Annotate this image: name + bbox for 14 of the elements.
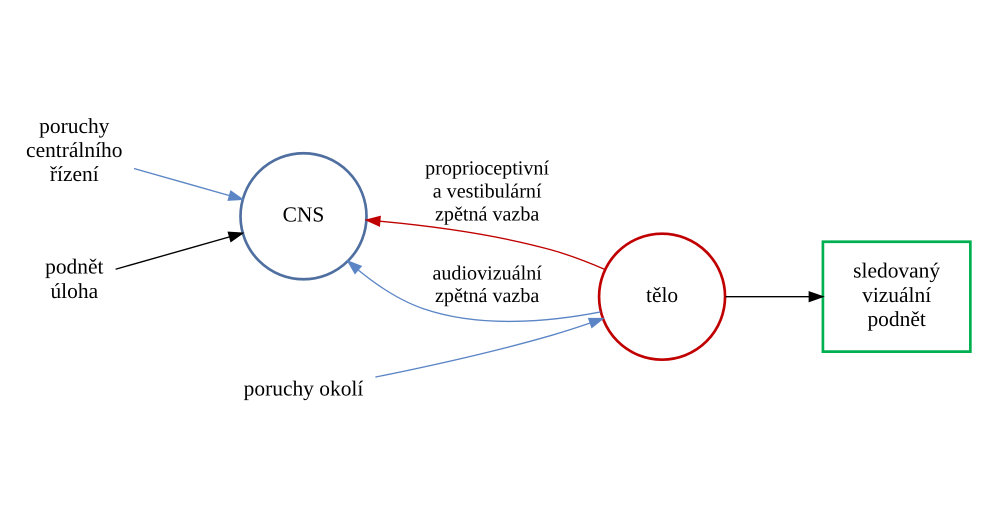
arrow [726, 290, 825, 302]
arrow [375, 317, 605, 378]
node-text: poruchy okolí [244, 376, 364, 400]
edge-label: audiovizuální zpětná vazba [432, 262, 542, 307]
node-text: podnět úloha [45, 254, 104, 302]
arrow [134, 167, 244, 200]
node-text: poruchy centrálního řízení [26, 113, 123, 186]
node-circle: CNS [239, 151, 368, 280]
arrow [364, 215, 605, 270]
arrow [115, 231, 245, 270]
arrow [346, 259, 601, 322]
node-box: sledovaný vizuální podnět [822, 240, 972, 352]
edge-label: proprioceptivní a vestibulární zpětná vazba [425, 157, 550, 225]
node-circle: tělo [598, 232, 726, 361]
